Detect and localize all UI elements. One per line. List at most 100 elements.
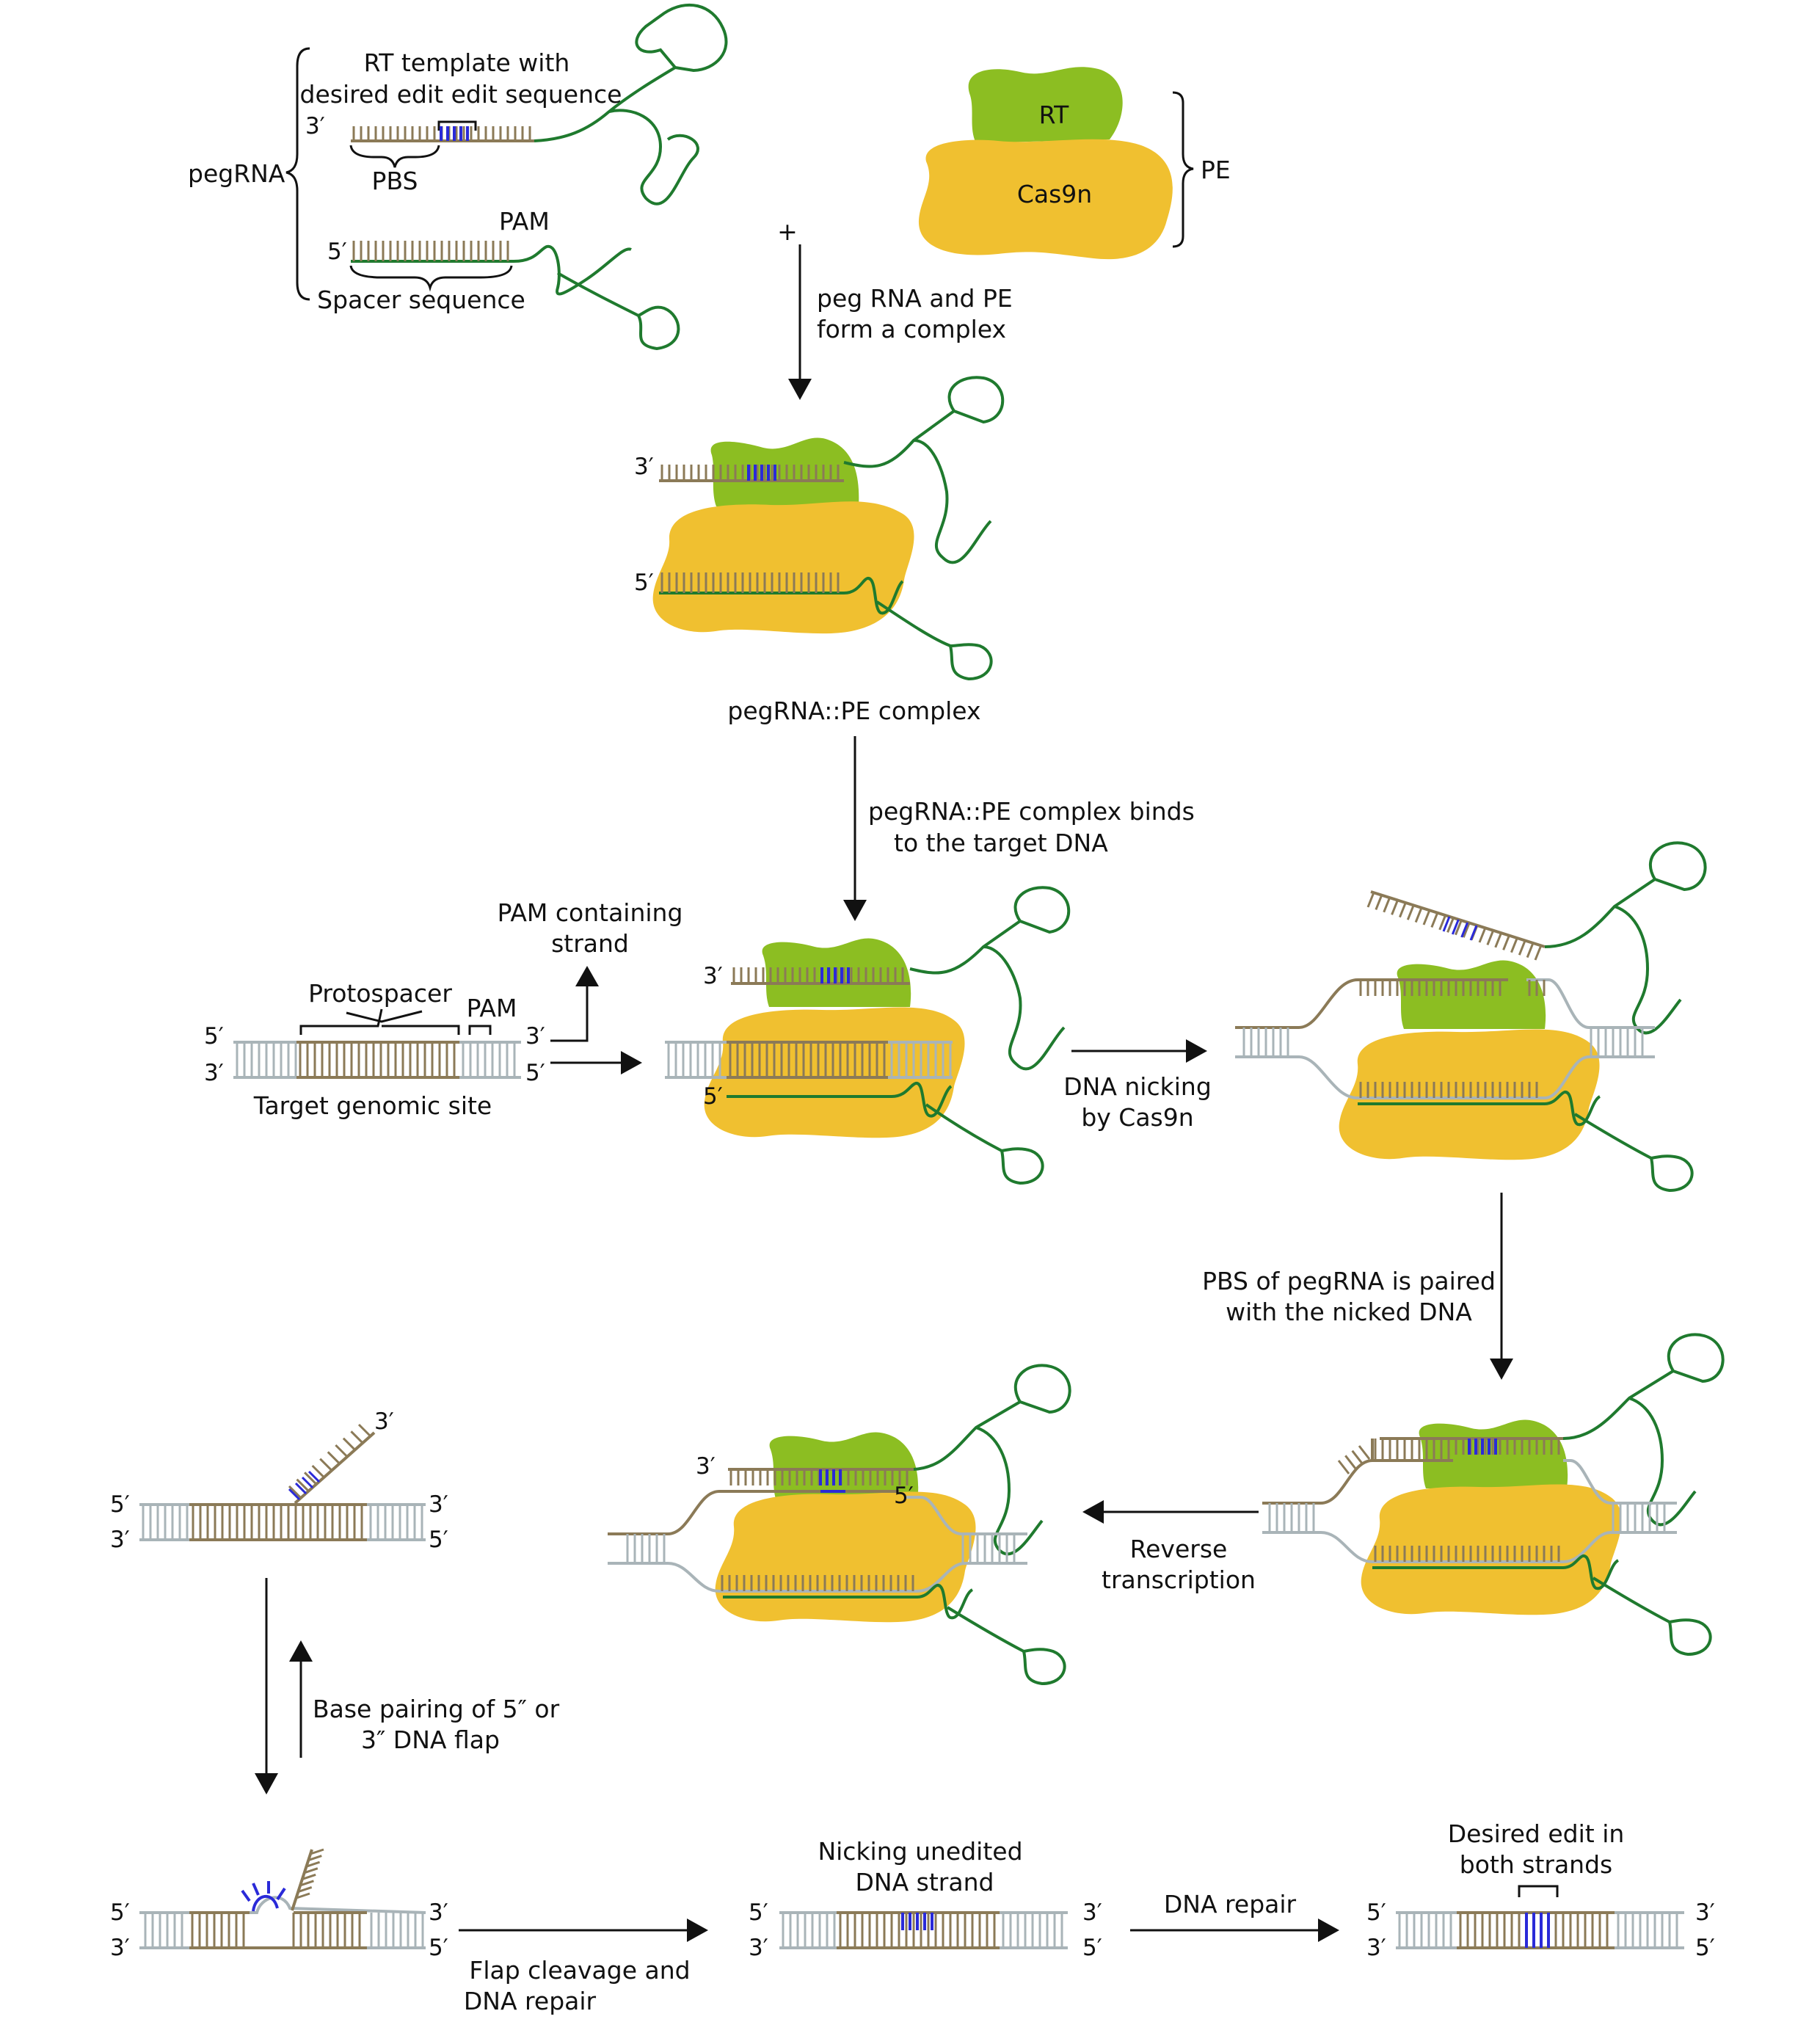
- product-end-5prime: 5′: [894, 1483, 914, 1509]
- target-site-label: Target genomic site: [253, 1091, 492, 1120]
- base-tick: [335, 1444, 349, 1458]
- paired-top-strand-left: [1262, 1459, 1453, 1505]
- nicked-scaffold-bottom: [1544, 1091, 1694, 1193]
- base-tick: [294, 1482, 307, 1495]
- target-end-3prime: 3′: [204, 1060, 224, 1086]
- base-tick: [342, 1437, 356, 1451]
- bound-scaffold-bottom: [891, 1082, 1044, 1185]
- nicked-flap-bases: [1366, 892, 1543, 961]
- base-tick: [1455, 920, 1463, 936]
- base-pairing-label-2: 3″ DNA flap: [361, 1725, 500, 1754]
- nicking-unedited-panel: Nicking unedited DNA strand 5′ 3′ 3′ 5′: [749, 1837, 1102, 1961]
- spacer-brace: [349, 265, 513, 292]
- base-tick: [304, 1472, 318, 1485]
- unedited-duplex: [779, 1911, 1068, 1949]
- base-tick: [311, 1464, 325, 1479]
- final-end-3prime-right: 3′: [1695, 1899, 1715, 1926]
- binds-target-label-1: pegRNA::PE complex binds: [868, 797, 1195, 826]
- base-tick: [298, 1886, 313, 1893]
- nicked-bottom-strand: [1235, 1055, 1655, 1099]
- base-tick: [1451, 919, 1460, 935]
- desired-edit-bracket: [1518, 1885, 1559, 1897]
- base-tick: [319, 1458, 333, 1472]
- complex-panel: 3′ 5′ pegRNA::PE complex: [634, 376, 1005, 725]
- product-scaffold-top: [913, 1364, 1071, 1556]
- product-top-strand-right: [906, 1496, 1027, 1535]
- complex-scaffold-top: [843, 376, 1005, 564]
- base-tick: [357, 1423, 372, 1438]
- pbs-paired-label-1: PBS of pegRNA is paired: [1202, 1267, 1496, 1295]
- paired-right-bases: [1612, 1503, 1666, 1532]
- paired-bottom-bases: [1374, 1546, 1560, 1562]
- desired-edit-label-1: Desired edit in: [1448, 1819, 1625, 1848]
- target-site-panel: PAM containing strand Protospacer PAM 5′…: [204, 898, 682, 1120]
- protospacer-label: Protospacer: [308, 979, 452, 1008]
- desired-edit-label-2: both strands: [1460, 1850, 1612, 1879]
- pam-bracket: [468, 1025, 492, 1035]
- bound-complex-panel: 3′ 5′: [665, 886, 1071, 1185]
- arrow-dna-repair: DNA repair: [1130, 1890, 1339, 1942]
- base-tick: [1366, 892, 1375, 908]
- pbs-brace: [349, 145, 440, 168]
- binds-target-label-2: to the target DNA: [894, 829, 1108, 857]
- base-tick: [350, 1430, 364, 1444]
- base-tick: [310, 1848, 324, 1855]
- base-tick: [1438, 914, 1447, 931]
- base-tick: [1446, 917, 1455, 933]
- cas9n-domain-shape-complex: [652, 501, 914, 634]
- form-complex-label-1: peg RNA and PE: [817, 284, 1013, 313]
- product-top-strand-left: [608, 1490, 899, 1535]
- cas9n-domain-shape-nicked: [1339, 1029, 1600, 1160]
- flap-end-3prime-right: 3′: [429, 1491, 448, 1518]
- product-left-bases: [626, 1534, 666, 1563]
- rt-template-bracket: [437, 120, 477, 131]
- arrow-reverse-tx: Reverse transcription: [1082, 1500, 1259, 1594]
- paired-bottom-strand: [1262, 1531, 1677, 1563]
- base-tick: [1406, 904, 1415, 920]
- target-end-5prime-right: 5′: [525, 1060, 545, 1086]
- pbs-paired-panel: [1262, 1333, 1725, 1656]
- pam-label-top: PAM: [499, 207, 550, 236]
- hetero-flap-strand: [291, 1849, 313, 1911]
- hetero-right-bases: [370, 1913, 424, 1948]
- final-end-3prime: 3′: [1366, 1935, 1386, 1961]
- unedited-end-5prime-right: 5′: [1082, 1935, 1102, 1961]
- pegrna-panel: RT template with desired edit edit seque…: [188, 3, 798, 351]
- pe-label: PE: [1201, 156, 1231, 184]
- unedited-end-5prime: 5′: [749, 1899, 768, 1926]
- nicked-scaffold-top: [1544, 841, 1707, 1035]
- flap-bases: [288, 1423, 372, 1499]
- nicked-left-bases: [1242, 1028, 1289, 1057]
- end-label-3prime: 3′: [305, 113, 325, 139]
- paired-scaffold-top: [1562, 1333, 1725, 1527]
- final-end-5prime: 5′: [1366, 1899, 1386, 1926]
- form-complex-label-2: form a complex: [817, 315, 1006, 343]
- base-tick: [1469, 925, 1478, 941]
- nicked-panel: [1235, 841, 1707, 1193]
- base-tick: [1399, 902, 1407, 918]
- hetero-end-5prime-right: 5′: [429, 1935, 448, 1961]
- rt-template-label-2: desired edit edit sequence: [300, 80, 622, 109]
- base-tick: [1375, 894, 1383, 910]
- base-tick: [1510, 937, 1518, 953]
- nicked-right-bases: [1590, 1028, 1644, 1057]
- base-tick: [307, 1855, 322, 1861]
- nicking-label-1: DNA nicking: [1063, 1072, 1212, 1101]
- cas9n-domain-shape-paired: [1361, 1484, 1622, 1615]
- pe-protein-panel: RT Cas9n PE: [918, 67, 1231, 260]
- spacer-hairpin: [557, 272, 680, 351]
- hetero-flap-bases: [296, 1848, 324, 1899]
- base-tick: [1391, 899, 1399, 915]
- nicking-unedited-label-2: DNA strand: [856, 1868, 994, 1896]
- flap-end-3prime: 3′: [110, 1527, 130, 1553]
- product-bottom-bases: [721, 1575, 914, 1591]
- reverse-tx-label-2: transcription: [1102, 1565, 1256, 1594]
- spacer-scaffold: [513, 244, 632, 296]
- base-tick: [1430, 912, 1439, 928]
- base-tick: [1414, 907, 1423, 923]
- unedited-edit-bases: [901, 1913, 933, 1930]
- hetero-end-5prime: 5′: [110, 1899, 130, 1926]
- end-label-5prime: 5′: [327, 239, 347, 265]
- rt-template-label-1: RT template with: [364, 48, 570, 77]
